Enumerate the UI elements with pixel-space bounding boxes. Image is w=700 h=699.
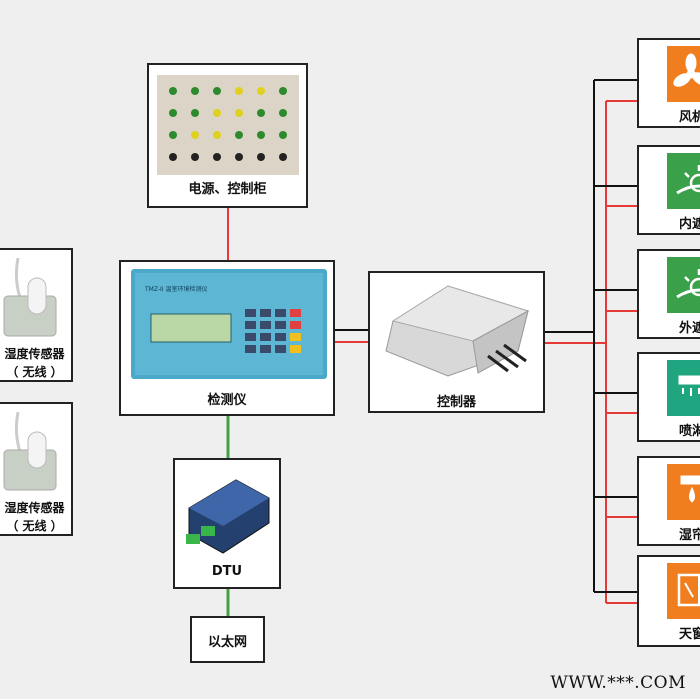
device-node-5: 天窗 <box>637 555 700 647</box>
device-node-0: 风机 <box>637 38 700 128</box>
power-cabinet-label: 电源、控制柜 <box>188 182 267 197</box>
device-label-2: 外遮 <box>679 321 700 336</box>
controller-label: 控制器 <box>436 395 476 410</box>
humidity-sensor-node-2: 湿度传感器 （ 无线 ） <box>0 402 73 536</box>
dtu-label: DTU <box>211 564 243 579</box>
sun-shade-icon <box>667 153 700 209</box>
sensor-2-label: 湿度传感器 <box>4 501 65 515</box>
dtu-node: DTU <box>173 458 281 589</box>
device-node-3: 喷淋 <box>637 352 700 442</box>
window-icon <box>667 563 700 619</box>
device-label-0: 风机 <box>679 110 700 125</box>
device-label-1: 内遮 <box>679 217 700 232</box>
spray-icon <box>667 360 700 416</box>
sensor-photo-2 <box>3 412 57 491</box>
detector-panel-text: TMZ-II 温室环境检测仪 <box>144 285 207 293</box>
sun-shade-icon <box>667 257 700 313</box>
device-label-3: 喷淋 <box>679 424 700 439</box>
detector-node: TMZ-II 温室环境检测仪 检测仪 <box>119 260 335 416</box>
device-label-5: 天窗 <box>679 627 700 642</box>
sensor-2-sublabel: （ 无线 ） <box>6 519 63 533</box>
sensor-photo-1 <box>3 258 57 337</box>
detector-label: 检测仪 <box>207 393 247 408</box>
device-node-4: 湿帘 <box>637 456 700 546</box>
controller-box-photo <box>385 285 530 377</box>
device-label-4: 湿帘 <box>679 528 700 543</box>
controller-node: 控制器 <box>368 271 545 413</box>
sensor-1-sublabel: （ 无线 ） <box>6 365 63 379</box>
ethernet-label: 以太网 <box>207 635 247 650</box>
watermark: WWW.***.COM <box>550 673 686 693</box>
detector-device-photo: TMZ-II 温室环境检测仪 <box>131 269 327 379</box>
humidity-sensor-node-1: 湿度传感器 （ 无线 ） <box>0 248 73 382</box>
device-node-2: 外遮 <box>637 249 700 339</box>
ethernet-node: 以太网 <box>190 616 265 663</box>
device-node-1: 内遮 <box>637 145 700 235</box>
sensor-1-label: 湿度传感器 <box>4 347 65 361</box>
wet-curtain-icon <box>667 464 700 520</box>
dtu-device-photo <box>186 479 270 554</box>
cabinet-panel-photo <box>157 75 299 175</box>
power-cabinet-node: 电源、控制柜 <box>147 63 308 208</box>
fan-icon <box>667 46 700 102</box>
